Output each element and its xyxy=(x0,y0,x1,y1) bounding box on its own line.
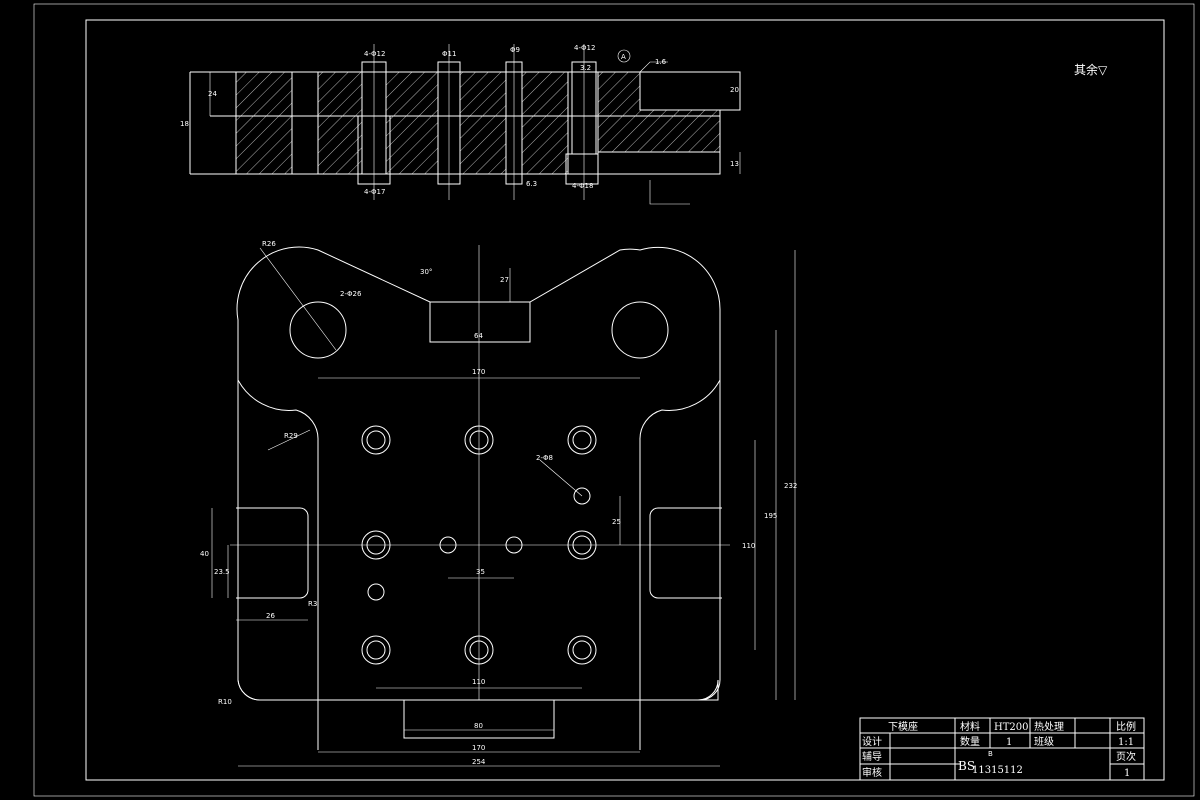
dim-right-upper: 20 xyxy=(730,86,739,94)
dim-small-offset: 25 xyxy=(612,518,621,526)
scale-value: 1:1 xyxy=(1118,737,1134,748)
drawing-letter: B xyxy=(988,750,993,758)
dim-pocket-radius: R3 xyxy=(308,600,317,608)
section-hatch-left xyxy=(235,71,293,175)
section-bottom-strip xyxy=(597,151,721,175)
design-label: 设计 xyxy=(862,735,882,748)
title-block: 下模座 材料 HT200 热处理 比例 设计 数量 1 班级 1:1 辅导 审核… xyxy=(859,717,1145,781)
qty-label: 数量 xyxy=(960,735,980,748)
dim-pocket-half: 23.5 xyxy=(214,568,230,576)
page-value: 1 xyxy=(1124,768,1130,779)
guide-label: 辅导 xyxy=(862,750,882,763)
dim-span-top: 170 xyxy=(472,368,485,376)
material-label: 材料 xyxy=(960,720,980,733)
roughness-side: 3.2 xyxy=(580,64,591,72)
dim-left-upper: 24 xyxy=(208,90,217,98)
section-hatch-mid xyxy=(317,71,363,175)
drawing-frame xyxy=(85,19,1165,781)
scale-label: 比例 xyxy=(1116,720,1136,733)
dim-bottom-slot: 80 xyxy=(474,722,483,730)
dim-angle: 30° xyxy=(420,268,432,276)
class-label: 班级 xyxy=(1034,736,1054,748)
dim-r10: R10 xyxy=(218,698,232,706)
dim-height-total: 232 xyxy=(784,482,797,490)
sheet-outer-border xyxy=(33,3,1195,797)
dim-pocket-height: 40 xyxy=(200,550,209,558)
dim-height-mid: 195 xyxy=(764,512,777,520)
heat-label: 热处理 xyxy=(1034,720,1064,733)
dim-r26: R26 xyxy=(262,240,276,248)
dim-bottom-span: 110 xyxy=(472,678,485,686)
page-label: 页次 xyxy=(1116,750,1136,763)
dim-width-total: 254 xyxy=(472,758,486,766)
dim-slot-depth: 27 xyxy=(500,276,509,284)
hole-label-4: 4-Φ12 xyxy=(574,44,595,52)
bottom-label-2: 4-Φ18 xyxy=(572,182,593,190)
plan-view: R26 2-Φ26 30° 27 64 170 R29 2-Φ8 25 110 … xyxy=(200,240,797,767)
dim-left-total: 18 xyxy=(180,120,189,128)
dim-width-inner: 170 xyxy=(472,744,485,752)
hole-label-3: Φ9 xyxy=(510,46,520,54)
roughness-top: 1.6 xyxy=(655,58,667,66)
dim-right-lower: 13 xyxy=(730,160,739,168)
plate-outline xyxy=(236,246,721,701)
section-hatch-mid2 xyxy=(385,71,439,175)
dim-pin-holes: 2-Φ8 xyxy=(536,454,553,462)
section-hatch-mid3 xyxy=(459,71,507,175)
datum-label: A xyxy=(621,53,626,61)
section-view: A 4-Φ12 Φ11 Φ9 4-Φ12 4-Φ17 4-Φ18 1.6 3.2… xyxy=(180,44,741,205)
qty-value: 1 xyxy=(1006,737,1012,748)
hole-label-1: 4-Φ12 xyxy=(364,50,385,58)
roughness-bottom: 6.3 xyxy=(526,180,537,188)
drawing-code: BS xyxy=(958,759,975,773)
bottom-label-1: 4-Φ17 xyxy=(364,188,385,196)
part-name: 下模座 xyxy=(888,720,918,733)
dim-center-span: 35 xyxy=(476,568,485,576)
dim-holes-top: 2-Φ26 xyxy=(340,290,362,298)
review-label: 审核 xyxy=(862,766,882,779)
dim-slot-width: 64 xyxy=(474,332,483,340)
dim-height-right: 110 xyxy=(742,542,755,550)
roughness-note: 其余▽ xyxy=(1074,62,1108,77)
dim-r29: R29 xyxy=(284,432,298,440)
section-hatch-mid4 xyxy=(521,71,569,175)
hole-label-2: Φ11 xyxy=(442,50,456,58)
drawing-number: 11315112 xyxy=(972,765,1023,776)
material-value: HT200 xyxy=(994,722,1028,733)
dim-pocket-width: 26 xyxy=(266,612,275,620)
